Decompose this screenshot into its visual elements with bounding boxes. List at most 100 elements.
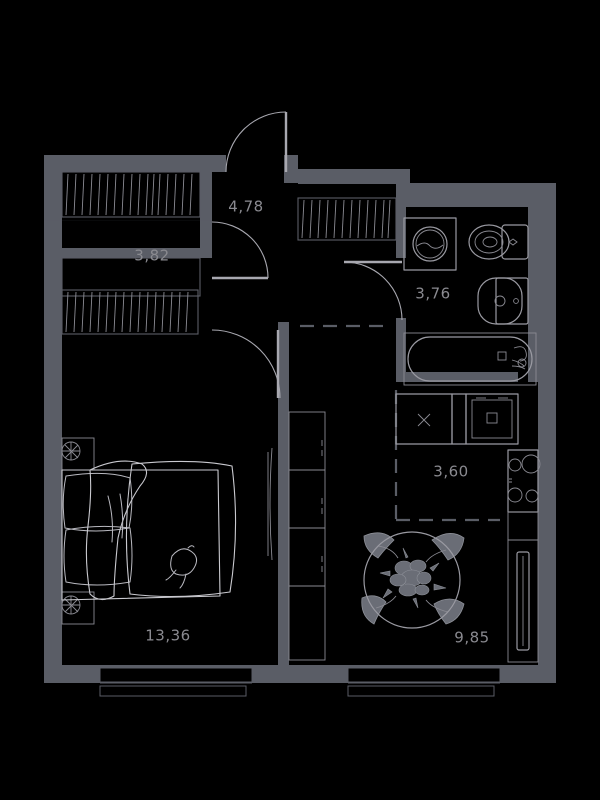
bathtub-frame (403, 332, 537, 386)
area-label-kitchen: 3,60 (433, 463, 468, 481)
balcony-glazing-north (61, 171, 201, 218)
wall-balcony-east-5 (200, 220, 212, 257)
glazing-frame-north (61, 171, 201, 218)
washbasin (477, 277, 529, 325)
toilet-flush-button (508, 238, 518, 246)
washbasin-counter (495, 277, 529, 325)
dining-chair-top-right (431, 533, 465, 561)
washing-machine-body (403, 217, 457, 271)
washing-machine-drum (412, 226, 448, 262)
kitchen-sink (417, 413, 431, 427)
washbasin-tap (513, 298, 519, 304)
bed-blanket-folds (107, 493, 124, 543)
wall-north-balcony (44, 155, 212, 172)
wall-bedroom-east (278, 330, 289, 665)
radiator-body (516, 551, 530, 651)
glazing-hatch-north (65, 173, 193, 216)
door-entrance[interactable] (225, 111, 288, 173)
four-burner-hob (507, 449, 541, 513)
openings (300, 324, 500, 522)
wardrobe-body (288, 411, 326, 661)
hob-burner-small-1 (508, 458, 522, 472)
hob-burner-large-1 (521, 454, 541, 474)
bed-motif-bird (165, 545, 198, 589)
bathtub-drain (497, 351, 507, 361)
oven-door (471, 399, 513, 439)
washbasin-bowl (477, 277, 523, 325)
living-window-sash (347, 667, 501, 683)
bedroom-window (99, 667, 253, 697)
wall-bathroom-south (396, 372, 518, 382)
wall-hall-jamb (278, 322, 289, 336)
room-balcony (61, 171, 201, 297)
living-window-sill (347, 685, 495, 697)
bathtub (403, 332, 537, 386)
bathtub-shower-hose (511, 359, 526, 370)
bathtub-shower-head (517, 358, 527, 368)
hob-controls (509, 478, 512, 483)
bathtub-body (407, 336, 533, 382)
table-centerpiece-flowers (379, 547, 447, 609)
nightstand-bottom-body (61, 591, 95, 625)
wall-bathroom-west-jamb (396, 240, 406, 258)
nightstand-bottom-lamp-spokes (62, 596, 80, 614)
washing-machine (403, 217, 457, 271)
washbasin-drain (494, 295, 506, 307)
dining-chair-seats (375, 545, 449, 613)
hob-burner-large-2 (525, 489, 539, 503)
bed-pillow-2 (63, 525, 133, 586)
wall-north-east (396, 183, 556, 198)
double-bed (61, 460, 237, 601)
door-bathroom[interactable] (343, 260, 403, 321)
toilet-seat (474, 230, 504, 254)
radiator (507, 539, 539, 663)
area-label-balcony: 3,82 (134, 247, 169, 265)
area-label-bedroom: 13,36 (145, 627, 190, 645)
wall-bathroom-east (528, 198, 538, 382)
wall-east (538, 183, 556, 683)
door-balcony[interactable] (211, 221, 269, 280)
bedroom-window-sill (99, 685, 247, 697)
bedroom-glazing (61, 289, 199, 335)
hob-burner-small-2 (507, 487, 523, 503)
bedroom-radiator-body (269, 447, 273, 561)
bed-mattress (61, 469, 221, 601)
area-label-entry-hall: 4,78 (228, 198, 263, 216)
bathtub-tap (513, 346, 527, 362)
wall-entry-jamb-left (212, 155, 226, 172)
wall-bathroom-door-jamb (396, 318, 406, 328)
oven-unit (465, 393, 519, 445)
radiator-niche (507, 539, 539, 663)
washing-machine-detail (416, 242, 444, 249)
glazing-hatch-bedroom (65, 291, 189, 333)
dining-table-top (363, 531, 461, 629)
wall-bedroom-north-jamb (200, 248, 212, 258)
door-bedroom[interactable] (211, 329, 281, 399)
wardrobe-closet (288, 411, 326, 661)
bed-blanket-drape (85, 460, 148, 601)
bedroom-window-sash (99, 667, 253, 683)
area-label-living-room: 9,85 (454, 629, 489, 647)
wall-north-mid (298, 169, 410, 184)
balcony-lower-band (61, 257, 201, 297)
nightstand-top-lamp-spokes (62, 442, 80, 460)
oven-body (465, 393, 519, 445)
dining-set (361, 531, 465, 629)
bedroom-radiator (267, 447, 273, 561)
area-label-bathroom: 3,76 (415, 285, 450, 303)
washing-machine-door (415, 229, 445, 259)
wall-balcony-south (44, 248, 212, 258)
toilet-water (482, 236, 498, 248)
bed-duvet (125, 460, 237, 598)
wall-bathroom-north (406, 198, 538, 207)
wall-entry-jamb-right (284, 155, 298, 172)
nightstand-bottom (61, 591, 95, 625)
oven-knob (486, 412, 498, 424)
wall-west (44, 155, 62, 683)
hall-glazing (297, 197, 397, 241)
toilet (468, 224, 529, 260)
living-window (347, 667, 501, 697)
glazing-frame-bedroom (61, 289, 199, 335)
